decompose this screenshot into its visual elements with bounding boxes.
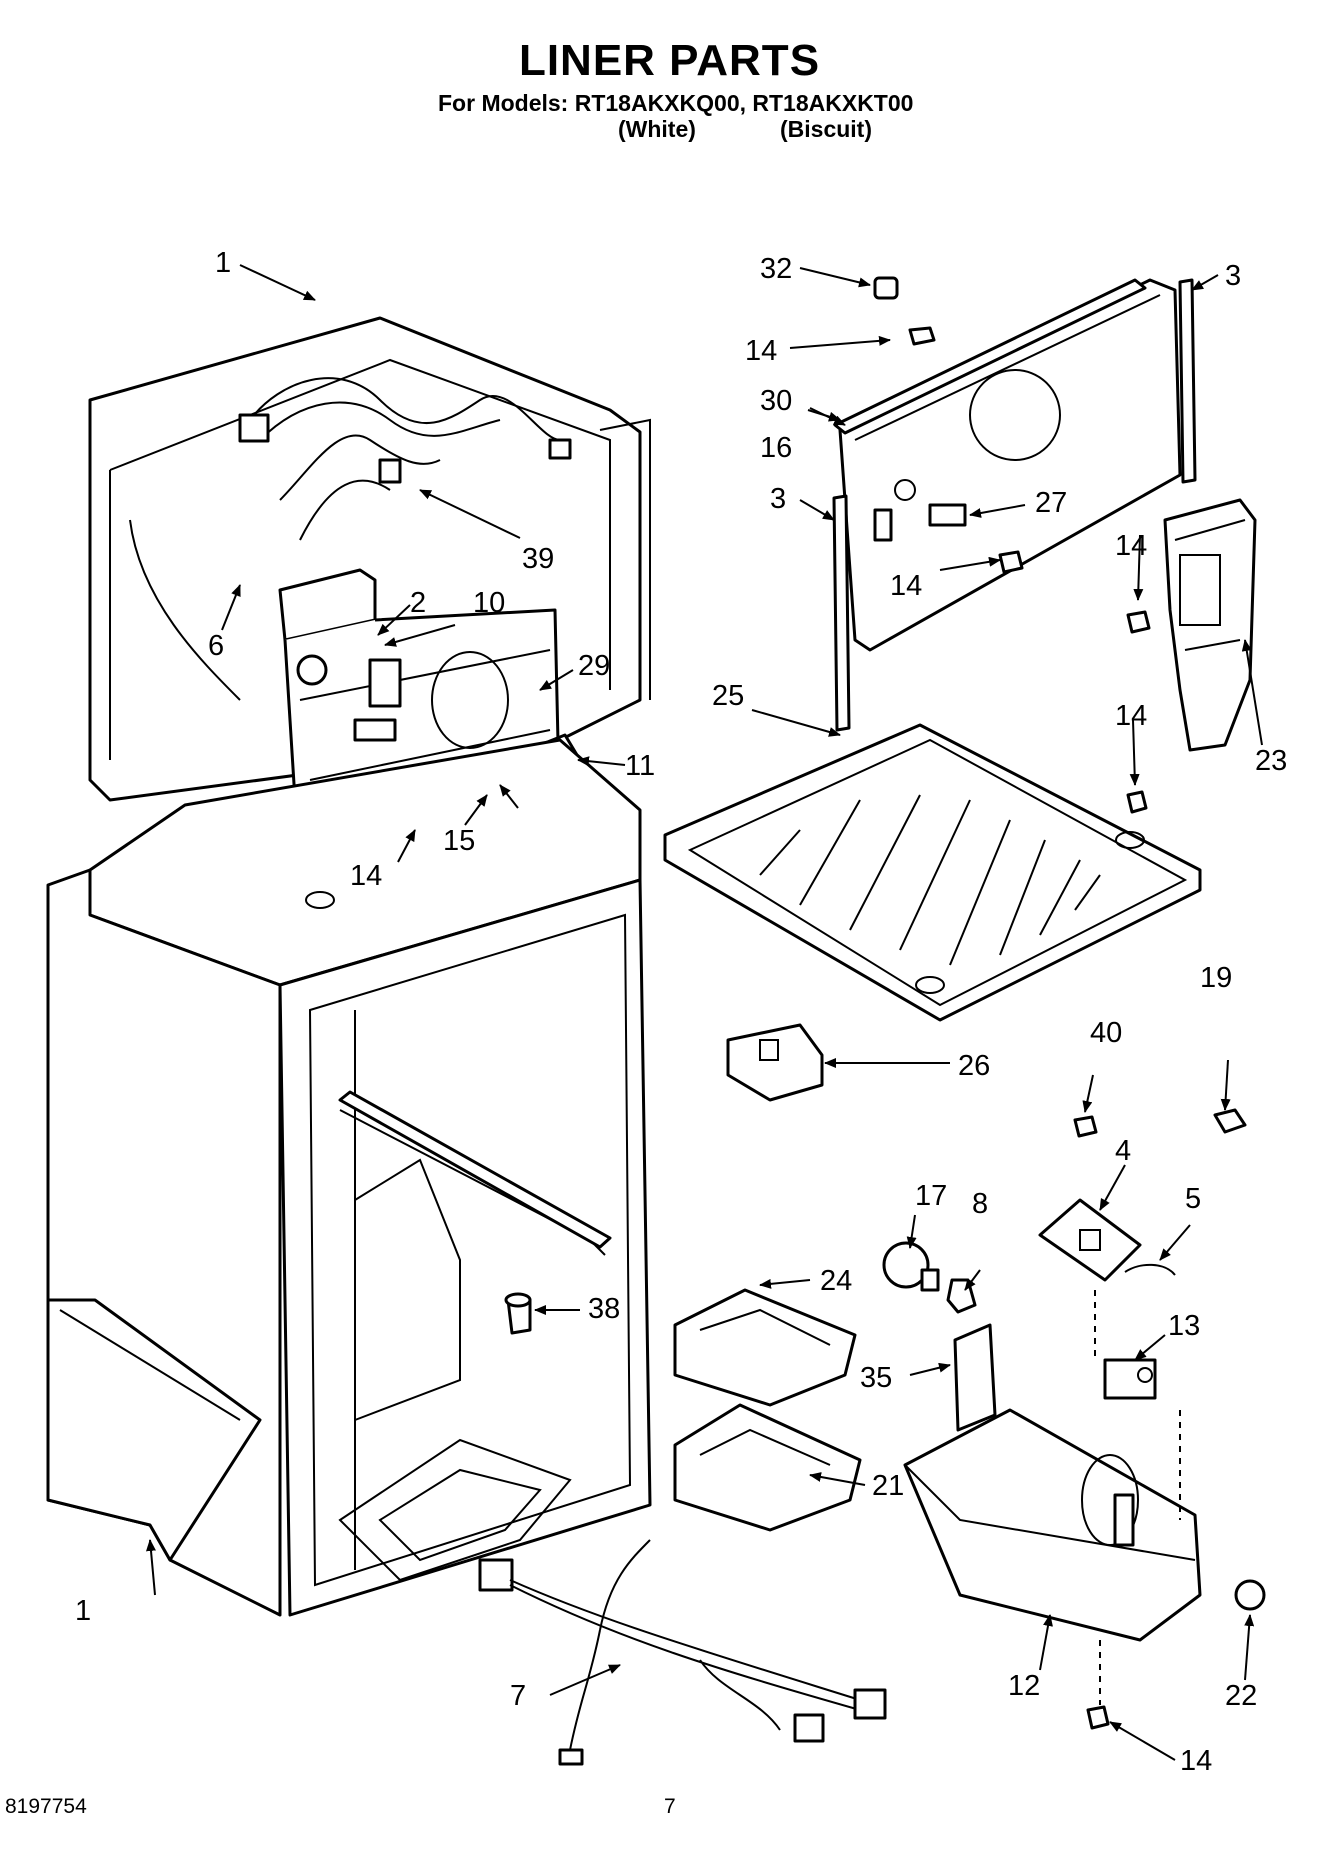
- callout-38: 38: [588, 1293, 620, 1325]
- light-bulb: [882, 1241, 940, 1292]
- variant-white: (White): [618, 116, 696, 142]
- damper-screw: [1126, 610, 1151, 634]
- callout-labels: 1 1 2 3 3 4 5 6 7 8 10 11 12 13 14 14 14…: [75, 247, 1287, 1777]
- callout-14-b: 14: [890, 570, 922, 602]
- callout-12: 12: [1008, 1670, 1040, 1702]
- knob-22: [1234, 1579, 1266, 1611]
- drain-trough: [663, 723, 1202, 1022]
- callout-11: 11: [625, 750, 655, 782]
- models-line: For Models: RT18AKXKQ00, RT18AKXKT00: [438, 90, 914, 116]
- callout-8: 8: [972, 1188, 988, 1220]
- duct-cover-panel: [838, 278, 1182, 652]
- cup-part: [504, 1292, 532, 1335]
- callout-1-top: 1: [215, 247, 231, 279]
- plug-part: [873, 276, 936, 346]
- callout-15: 15: [443, 825, 475, 857]
- callout-40: 40: [1090, 1017, 1122, 1049]
- clip-19: [1213, 1108, 1247, 1134]
- housing-screw: [1086, 1705, 1110, 1730]
- callout-7: 7: [510, 1680, 526, 1712]
- callout-2: 2: [410, 587, 426, 619]
- callout-13: 13: [1168, 1310, 1200, 1342]
- callout-14-a: 14: [745, 335, 777, 367]
- cover-24: [673, 1288, 857, 1407]
- control-knob: [946, 1278, 977, 1314]
- callout-14-e: 14: [350, 860, 382, 892]
- page-number: 7: [664, 1795, 676, 1818]
- doc-number: 8197754: [5, 1795, 87, 1818]
- callout-25: 25: [712, 680, 744, 712]
- callout-22: 22: [1225, 1680, 1257, 1712]
- callout-1-bottom: 1: [75, 1595, 91, 1627]
- variant-biscuit: (Biscuit): [780, 116, 872, 142]
- callout-10: 10: [473, 587, 505, 619]
- callout-24: 24: [820, 1265, 852, 1297]
- callout-23: 23: [1255, 745, 1287, 777]
- thermostat: [1103, 1358, 1157, 1400]
- callout-14-f: 14: [1180, 1745, 1212, 1777]
- callout-30: 30: [760, 385, 792, 417]
- callout-4: 4: [1115, 1135, 1131, 1167]
- clip-26: [726, 1023, 824, 1102]
- callout-14-d: 14: [1115, 700, 1147, 732]
- control-board: [1038, 1198, 1142, 1282]
- control-housing: [903, 1408, 1202, 1642]
- callout-6: 6: [208, 630, 224, 662]
- ring-5: [1124, 1263, 1176, 1276]
- side-strip-left: [832, 494, 851, 732]
- side-strip-right: [1178, 278, 1197, 484]
- callout-5: 5: [1185, 1183, 1201, 1215]
- callout-29: 29: [578, 650, 610, 682]
- fresh-food-liner: [46, 738, 652, 1617]
- plate-35: [953, 1323, 997, 1432]
- top-strip: [833, 278, 1147, 435]
- leader-lines: [146, 264, 1263, 1761]
- duct-screw: [998, 550, 1024, 574]
- callout-39: 39: [522, 543, 554, 575]
- callout-16: 16: [760, 432, 792, 464]
- callout-21: 21: [872, 1470, 904, 1502]
- trough-screw: [1126, 790, 1148, 814]
- page-title: LINER PARTS: [518, 36, 821, 85]
- callout-27: 27: [1035, 487, 1067, 519]
- callout-19: 19: [1200, 962, 1232, 994]
- callout-14-c: 14: [1115, 530, 1147, 562]
- callout-35: 35: [860, 1362, 892, 1394]
- callout-3-right: 3: [1225, 260, 1241, 292]
- callout-3-left: 3: [770, 483, 786, 515]
- callout-32: 32: [760, 253, 792, 285]
- wire-harness: [478, 1539, 887, 1766]
- screw-40: [1073, 1115, 1098, 1138]
- cover-21: [673, 1403, 862, 1532]
- damper-housing: [1163, 498, 1257, 752]
- callout-26: 26: [958, 1050, 990, 1082]
- callout-17: 17: [915, 1180, 947, 1212]
